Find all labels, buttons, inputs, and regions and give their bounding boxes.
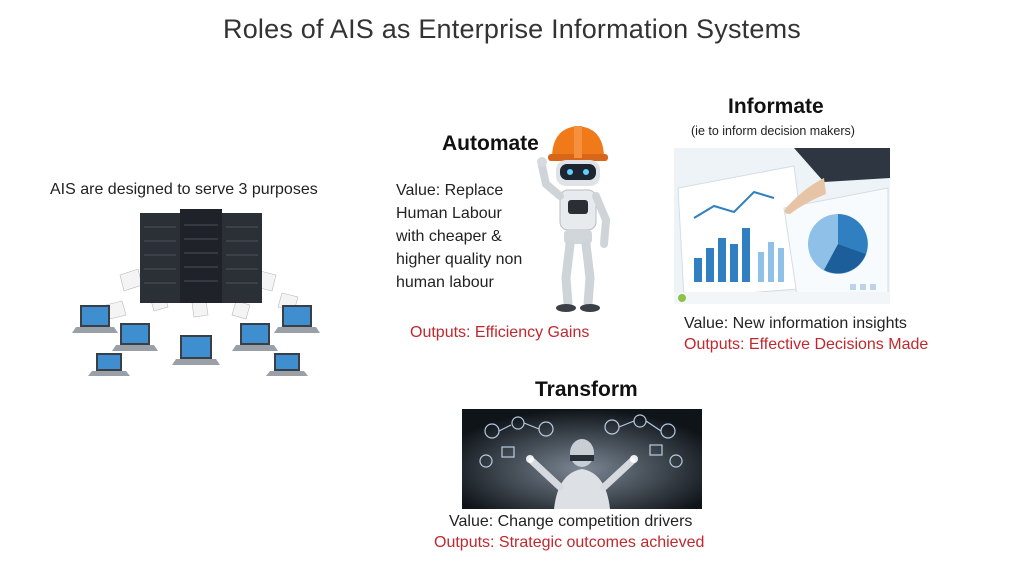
digital-interface-photo [462, 409, 702, 509]
automate-value-line: Value: Replace [396, 182, 504, 199]
transform-heading: Transform [535, 378, 638, 401]
informate-subheading: (ie to inform decision makers) [691, 124, 855, 138]
robot-illustration [537, 126, 611, 312]
automate-value: Value: Replace Human Labour with cheaper… [396, 179, 546, 294]
intro-text: AIS are designed to serve 3 purposes [50, 181, 318, 198]
automate-value-line: higher quality non [396, 251, 523, 268]
informate-outputs: Outputs: Effective Decisions Made [684, 336, 929, 353]
automate-value-line: Human Labour [396, 205, 502, 222]
automate-value-line: with cheaper & [396, 228, 502, 245]
automate-outputs: Outputs: Efficiency Gains [410, 324, 590, 341]
transform-outputs: Outputs: Strategic outcomes achieved [434, 534, 705, 551]
transform-value: Value: Change competition drivers [449, 513, 693, 530]
business-charts-photo [674, 148, 890, 304]
slide-title: Roles of AIS as Enterprise Information S… [223, 14, 801, 44]
automate-heading: Automate [442, 132, 539, 155]
informate-heading: Informate [728, 95, 824, 118]
server-network-illustration [72, 209, 320, 376]
automate-value-line: human labour [396, 274, 494, 291]
informate-value: Value: New information insights [684, 315, 907, 332]
